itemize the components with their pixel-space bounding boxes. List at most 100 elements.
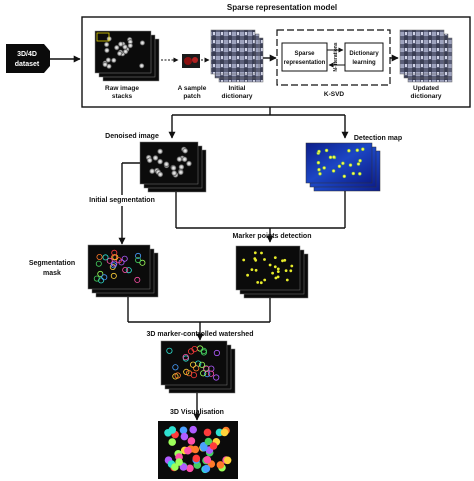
nucleus bbox=[179, 463, 188, 471]
updated-label-1: Updated bbox=[413, 85, 439, 92]
nucleus bbox=[283, 258, 287, 262]
nucleus bbox=[170, 165, 177, 171]
nucleus bbox=[186, 160, 192, 167]
nucleus bbox=[355, 148, 360, 152]
nucleus bbox=[276, 270, 280, 273]
nucleus bbox=[187, 437, 196, 445]
nucleus bbox=[259, 281, 263, 285]
nucleus bbox=[139, 63, 145, 69]
nucleus bbox=[97, 270, 104, 277]
nucleus bbox=[190, 361, 197, 368]
nucleus bbox=[361, 147, 365, 151]
sparse-line1: Sparse bbox=[294, 51, 315, 57]
nucleus bbox=[204, 437, 213, 446]
sparse-line2: representation bbox=[284, 60, 326, 66]
segmentation-mask-stack bbox=[87, 244, 159, 298]
nucleus bbox=[200, 443, 208, 452]
nucleus bbox=[332, 155, 336, 159]
nucleus bbox=[122, 44, 128, 50]
nucleus bbox=[104, 41, 110, 48]
nucleus bbox=[289, 269, 293, 273]
nucleus bbox=[207, 370, 215, 377]
nucleus bbox=[157, 158, 163, 165]
dictionary-learning-box bbox=[344, 42, 384, 72]
nucleus bbox=[110, 272, 117, 279]
nucleus bbox=[216, 461, 225, 469]
nucleus bbox=[122, 266, 129, 273]
watershed-connectors bbox=[127, 297, 271, 341]
nucleus bbox=[242, 258, 246, 262]
nucleus bbox=[134, 276, 141, 283]
input-line2: dataset bbox=[15, 61, 40, 68]
nucleus bbox=[118, 259, 125, 266]
nucleus bbox=[135, 252, 142, 259]
nucleus bbox=[190, 371, 197, 379]
nucleus bbox=[189, 425, 197, 434]
input-line1: 3D/4D bbox=[17, 51, 37, 58]
nucleus bbox=[358, 172, 362, 176]
denoised-connectors bbox=[118, 162, 346, 245]
nucleus bbox=[112, 254, 119, 261]
nucleus bbox=[328, 155, 333, 160]
nucleus bbox=[337, 164, 342, 169]
nucleus bbox=[171, 170, 177, 176]
nucleus bbox=[168, 438, 176, 446]
nucleus bbox=[149, 168, 155, 174]
nucleus bbox=[253, 251, 257, 255]
raw-image-stack bbox=[94, 30, 160, 82]
ksvd-label: K-SVD bbox=[324, 91, 345, 98]
nucleus bbox=[193, 365, 200, 372]
nucleus bbox=[102, 61, 108, 68]
nucleus bbox=[263, 258, 266, 261]
nucleus bbox=[163, 161, 170, 167]
sparse-representation-box bbox=[281, 42, 328, 72]
denoised-image-stack bbox=[139, 141, 207, 193]
model-title: Sparse representation model bbox=[227, 3, 337, 12]
nucleus bbox=[268, 263, 272, 267]
watershed-result-stack bbox=[160, 340, 236, 394]
sample-patch bbox=[182, 54, 200, 68]
dict-line2: learning bbox=[352, 60, 376, 66]
model-box bbox=[81, 16, 471, 108]
nucleus bbox=[111, 57, 117, 63]
nucleus bbox=[250, 268, 254, 271]
nucleus bbox=[184, 446, 192, 455]
nucleus bbox=[172, 364, 179, 371]
nucleus bbox=[254, 268, 258, 272]
nucleus bbox=[146, 157, 153, 164]
nucleus bbox=[290, 264, 294, 268]
nucleus bbox=[203, 456, 212, 464]
initial-seg-label: Initial segmentation bbox=[89, 197, 155, 204]
denoised-label: Denoised image bbox=[105, 133, 159, 140]
nucleus bbox=[285, 278, 289, 282]
nucleus bbox=[123, 49, 129, 55]
initial-dictionary bbox=[210, 29, 264, 83]
nucleus bbox=[121, 255, 128, 262]
nucleus bbox=[157, 171, 164, 178]
updated-label-2: dictionary bbox=[410, 93, 441, 100]
raw-label-1: Raw image bbox=[105, 85, 139, 92]
nucleus bbox=[358, 158, 362, 163]
nucleus bbox=[117, 50, 123, 57]
nucleus bbox=[182, 353, 189, 361]
nucleus bbox=[179, 426, 188, 435]
nucleus bbox=[192, 454, 201, 463]
nucleus bbox=[114, 45, 120, 51]
nucleus bbox=[191, 345, 198, 353]
nucleus bbox=[178, 164, 185, 170]
seg-mask-label-2: mask bbox=[43, 270, 61, 277]
nucleus bbox=[198, 361, 206, 368]
nucleus bbox=[105, 57, 111, 63]
nucleus bbox=[106, 63, 112, 69]
nucleus bbox=[171, 463, 179, 471]
visualisation-render bbox=[158, 421, 238, 479]
nucleus bbox=[342, 174, 347, 179]
nucleus bbox=[331, 169, 336, 173]
nucleus bbox=[284, 269, 288, 272]
initdict-label-1: Initial bbox=[229, 85, 246, 92]
nucleus bbox=[111, 260, 118, 267]
nucleus bbox=[101, 274, 108, 281]
updated-dictionary bbox=[399, 29, 453, 83]
nucleus bbox=[324, 148, 329, 153]
